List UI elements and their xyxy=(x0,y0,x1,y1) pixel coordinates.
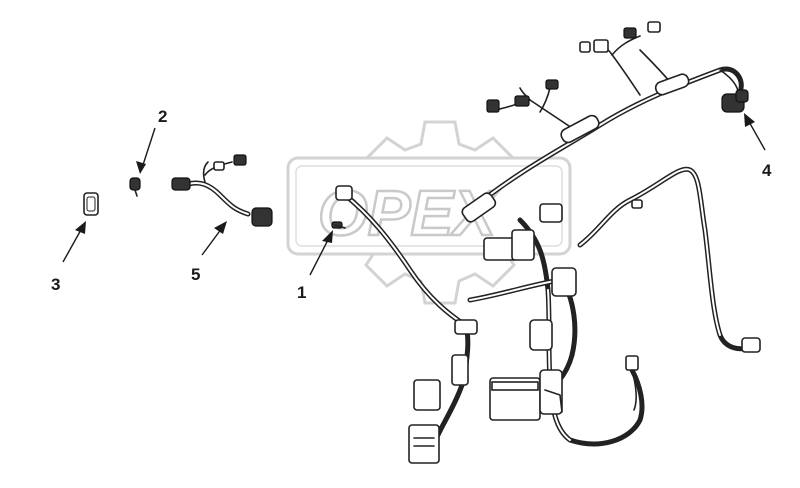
left-harness xyxy=(335,185,478,464)
connector-item-4 xyxy=(719,69,749,113)
part-item-1 xyxy=(331,221,346,229)
right-harness-loop xyxy=(577,166,761,353)
callout-5: 5 xyxy=(191,265,200,284)
central-harness xyxy=(467,203,645,447)
callout-1: 1 xyxy=(297,283,306,302)
main-harness xyxy=(461,21,744,223)
part-item-5 xyxy=(171,154,273,227)
callout-4: 4 xyxy=(762,161,772,180)
part-item-2 xyxy=(129,177,141,197)
leader-lines xyxy=(62,113,766,276)
callout-2: 2 xyxy=(158,107,167,126)
part-item-3 xyxy=(83,192,99,216)
callout-3: 3 xyxy=(51,275,60,294)
